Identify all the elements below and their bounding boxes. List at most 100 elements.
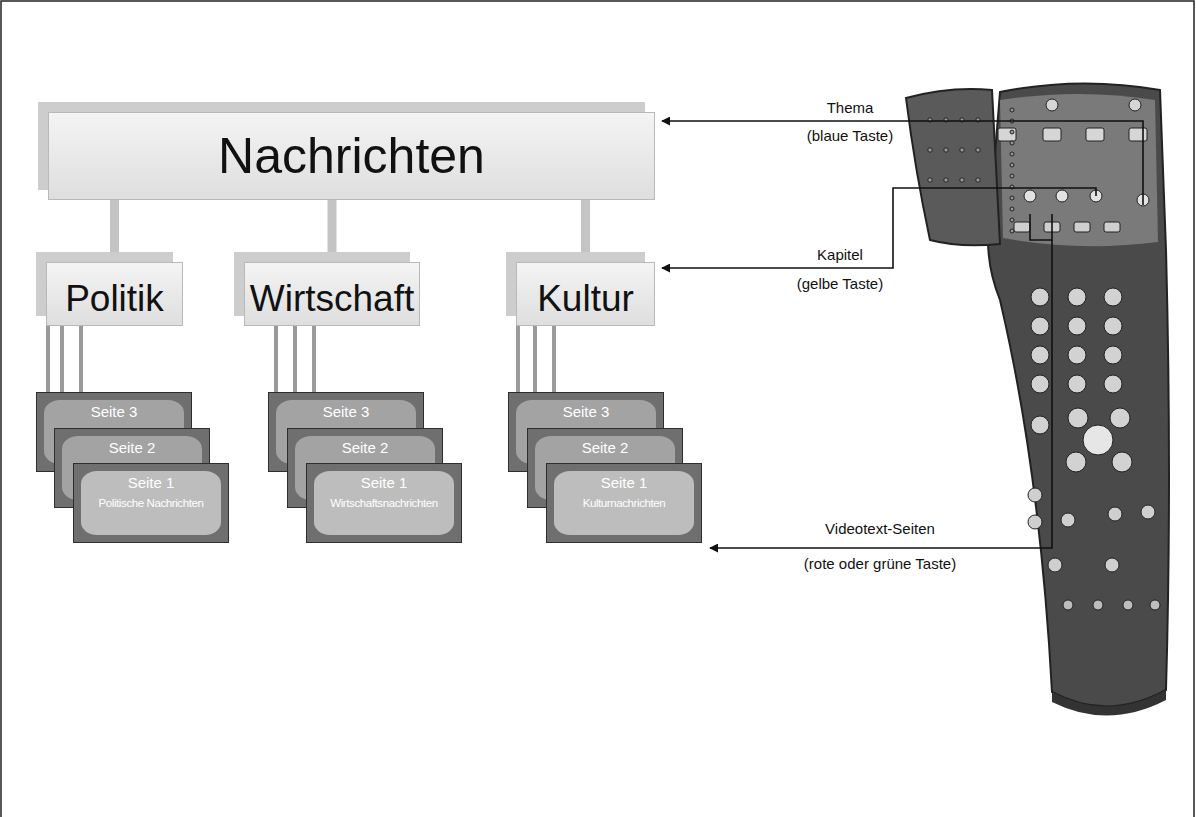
remote-body xyxy=(988,83,1169,706)
remote-button xyxy=(1010,218,1014,222)
page-title: Seite 3 xyxy=(91,403,138,421)
videotext-page: Seite 1 Kulturnachrichten xyxy=(546,463,702,543)
remote-button xyxy=(1063,600,1073,610)
chapter-box: Wirtschaft xyxy=(244,262,420,326)
topic-title: Nachrichten xyxy=(218,129,485,184)
remote-button xyxy=(1104,317,1122,335)
remote-button xyxy=(928,178,932,182)
chapter-box: Kultur xyxy=(516,262,655,326)
remote-button xyxy=(1014,222,1030,232)
remote-button xyxy=(1093,600,1103,610)
remote-button xyxy=(1031,346,1049,364)
remote-flap xyxy=(906,89,1000,245)
remote-button xyxy=(1010,163,1014,167)
page-body: Kulturnachrichten xyxy=(583,496,666,511)
remote-button xyxy=(1083,425,1113,455)
remote-button xyxy=(1129,99,1141,111)
remote-button xyxy=(1048,558,1062,572)
leader-line xyxy=(662,188,1096,268)
remote-button xyxy=(976,178,980,182)
remote-button xyxy=(1104,346,1122,364)
connector-bar xyxy=(46,326,50,392)
remote-button xyxy=(960,178,964,182)
remote-buttons xyxy=(928,99,1160,610)
remote-button xyxy=(1031,416,1049,434)
remote-button xyxy=(1024,190,1036,202)
leader-line xyxy=(1030,214,1052,240)
page-title: Seite 3 xyxy=(323,403,370,421)
remote-button xyxy=(1010,174,1014,178)
connector-bar xyxy=(110,200,119,252)
remote-button xyxy=(1068,288,1086,306)
remote-base xyxy=(1052,690,1166,716)
remote-button xyxy=(1129,128,1147,141)
remote-button xyxy=(1010,108,1014,112)
page-body: Wirtschaftsnachrichten xyxy=(330,496,438,511)
remote-button xyxy=(1043,128,1061,141)
page-title: Seite 3 xyxy=(563,403,610,421)
tv-screen: Seite 1 Wirtschaftsnachrichten xyxy=(314,471,454,535)
remote-button xyxy=(1046,99,1058,111)
remote-control xyxy=(906,83,1169,715)
page-title: Seite 1 xyxy=(601,474,648,492)
connector-bar xyxy=(274,326,278,392)
remote-button xyxy=(1031,288,1049,306)
callout-label: (blaue Taste) xyxy=(770,127,930,144)
remote-button xyxy=(1028,488,1042,502)
remote-button xyxy=(1110,408,1130,428)
remote-button xyxy=(1123,600,1133,610)
page-title: Seite 2 xyxy=(582,439,629,457)
remote-button xyxy=(1105,558,1119,572)
remote-button xyxy=(1104,288,1122,306)
remote-button xyxy=(1010,229,1014,233)
connector-bar xyxy=(581,200,590,252)
callout-label: Videotext-Seiten xyxy=(790,520,970,537)
connector-bar xyxy=(328,200,337,252)
callout-label: Thema xyxy=(770,99,930,116)
remote-button xyxy=(1031,375,1049,393)
remote-button xyxy=(944,178,948,182)
remote-button xyxy=(1074,222,1090,232)
chapter-title: Kultur xyxy=(537,269,634,320)
remote-button xyxy=(944,148,948,152)
remote-button xyxy=(1061,513,1075,527)
remote-button xyxy=(1010,196,1014,200)
chapter-box: Politik xyxy=(46,262,183,326)
remote-button xyxy=(1104,222,1120,232)
remote-button xyxy=(1068,375,1086,393)
remote-button xyxy=(1086,128,1104,141)
page-title: Seite 1 xyxy=(361,474,408,492)
leader-lines xyxy=(662,121,1143,548)
remote-button xyxy=(1068,317,1086,335)
remote-button xyxy=(1068,346,1086,364)
remote-button xyxy=(1112,452,1132,472)
page-title: Seite 1 xyxy=(128,474,175,492)
chapter-title: Wirtschaft xyxy=(250,269,414,320)
tv-screen: Seite 1 Kulturnachrichten xyxy=(554,471,694,535)
connector-bar xyxy=(516,326,520,392)
page-body: Politische Nachrichten xyxy=(99,496,204,511)
page-title: Seite 2 xyxy=(109,439,156,457)
remote-button xyxy=(1010,141,1014,145)
leader-line xyxy=(710,240,1052,548)
remote-button xyxy=(1104,375,1122,393)
remote-button xyxy=(1031,317,1049,335)
remote-button xyxy=(1108,507,1122,521)
topic-box: Nachrichten xyxy=(48,112,655,200)
tv-screen: Seite 1 Politische Nachrichten xyxy=(81,471,221,535)
remote-button xyxy=(1141,505,1155,519)
remote-button xyxy=(1010,130,1014,134)
remote-button xyxy=(998,128,1016,141)
remote-button xyxy=(1010,152,1014,156)
page-title: Seite 2 xyxy=(342,439,389,457)
chapter-title: Politik xyxy=(65,269,164,320)
callout-label: (rote oder grüne Taste) xyxy=(790,555,970,572)
remote-button xyxy=(1066,452,1086,472)
remote-button xyxy=(976,148,980,152)
remote-panel xyxy=(1000,94,1158,246)
callout-label: Kapitel xyxy=(760,246,920,263)
remote-button xyxy=(1150,600,1160,610)
remote-button xyxy=(1028,515,1042,529)
videotext-page: Seite 1 Politische Nachrichten xyxy=(73,463,229,543)
